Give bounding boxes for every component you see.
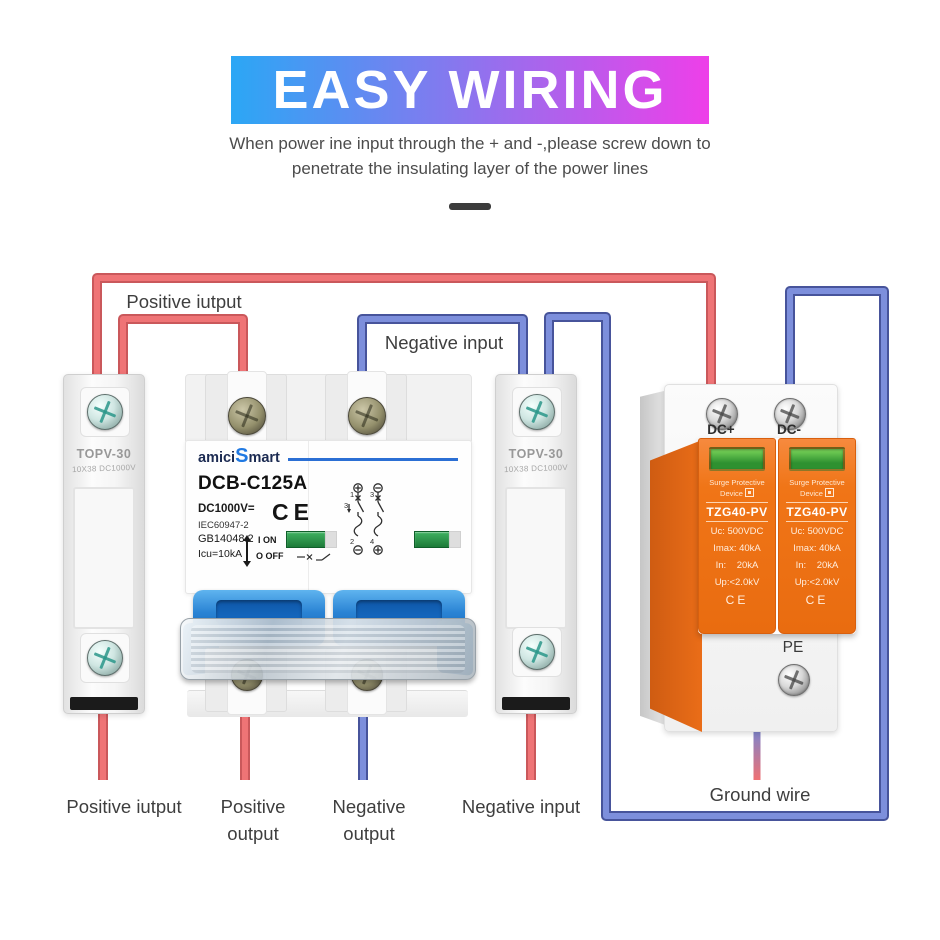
blue-wire-cores (359, 288, 887, 819)
fuse-model-label: TOPV-30 (76, 447, 132, 461)
spd-model-label: TZG40-PV (706, 501, 768, 522)
screw-icon (348, 397, 386, 435)
spd-module-1: Surge Protective Device TZG40-PV Uc: 500… (698, 438, 776, 634)
pe-terminal-label: PE (782, 639, 804, 656)
fuse-spec-label: 10X38 DC1000V (503, 462, 569, 475)
status-window-green (414, 531, 450, 548)
spd-status-window (789, 447, 845, 471)
surge-protector: DC+ DC- PE Surge Protective Device TZG40… (638, 384, 888, 734)
logo-rule (288, 458, 458, 461)
fuse-spec-label: 10X38 DC1000V (71, 462, 137, 475)
pole-seam (308, 441, 309, 593)
schematic-terminal-1: 1 (350, 490, 354, 499)
spec-in: In: 20kA (795, 560, 839, 571)
fuse-holder-right: TOPV-30 10X38 DC1000V (495, 374, 577, 714)
voltage-label: DC1000V= (198, 503, 255, 515)
double-insulation-icon (824, 487, 834, 497)
screw-icon (87, 640, 123, 676)
spec-up: Up:<2.0kV (794, 577, 840, 589)
schematic-terminal-2: 2 (350, 537, 354, 546)
module-type-line2: Device (779, 487, 855, 499)
breaker-symbol-icon (297, 553, 331, 561)
brand-s: S (235, 445, 249, 467)
spec-up: Up:<2.0kV (714, 577, 760, 589)
label-positive-output: Positive output (220, 796, 286, 844)
label-negative-input-bottom: Negative input (461, 796, 581, 817)
subtitle-line-2: penetrate the insulating layer of the po… (291, 159, 649, 178)
spec-uc: Uc: 500VDC (710, 525, 764, 537)
spd-modules: Surge Protective Device TZG40-PV Uc: 500… (698, 438, 856, 634)
breaker-terminal-top-right (325, 371, 407, 445)
screw-icon (519, 394, 555, 430)
page-title: EASY WIRING (272, 60, 668, 120)
standard-label-1: IEC60947-2 (198, 520, 249, 531)
spd-module-2: Surge Protective Device TZG40-PV Uc: 500… (778, 438, 856, 634)
spd-status-window (709, 447, 765, 471)
spec-uc: Uc: 500VDC (790, 525, 844, 537)
pole-schematic: 1 3 3 2 4 (344, 483, 385, 555)
divider-dash (449, 203, 491, 210)
screw-icon (774, 398, 806, 430)
screw-icon (778, 664, 810, 696)
label-positive-input-bottom: Positive iutput (66, 796, 182, 817)
title-banner: EASY WIRING (231, 56, 709, 124)
brand-suffix: mart (248, 450, 280, 466)
module-type-text: Device (720, 488, 743, 498)
breaker-model-label: DCB-C125A (198, 473, 308, 494)
fuse-door (73, 487, 135, 629)
circuit-breaker: amiciSmart DCB-C125A DC1000V= IEC60947-2… (180, 368, 476, 717)
fuse-terminal-cap (502, 697, 570, 710)
double-insulation-icon (744, 487, 754, 497)
screw-icon (87, 394, 123, 430)
ce-mark: CE (272, 499, 314, 525)
module-type-line1: Surge Protective (709, 478, 765, 487)
spec-in: In: 20kA (715, 560, 759, 571)
module-type-line2: Device (699, 487, 775, 499)
screw-icon (519, 634, 555, 670)
handle-tie-bar (180, 618, 476, 680)
schematic-trip: 3 (344, 501, 348, 510)
spd-module-side-face (650, 440, 702, 732)
schematic-terminal-4: 4 (370, 537, 374, 546)
on-label: I ON (258, 535, 277, 545)
schematic-terminal-3: 3 (370, 490, 374, 499)
status-window-stub (449, 531, 461, 548)
brand-logo: amiciSmart (198, 445, 280, 468)
fuse-terminal-cap (70, 697, 138, 710)
screw-icon (706, 398, 738, 430)
spec-imax: Imax: 40kA (713, 542, 761, 554)
dc-plus-terminal-label: DC+ (707, 422, 735, 437)
fuse-holder-left: TOPV-30 10X38 DC1000V (63, 374, 145, 714)
breaker-terminal-top-left (205, 371, 287, 445)
label-ground-wire: Ground wire (709, 784, 811, 805)
dc-minus-terminal-label: DC- (777, 422, 801, 437)
label-negative-output: Negative output (332, 796, 406, 844)
ce-mark: CE (805, 592, 829, 607)
spec-imax: Imax: 40kA (793, 542, 841, 554)
subtitle-line-1: When power ine input through the + and -… (229, 134, 711, 153)
brand-prefix: amici (198, 450, 236, 466)
module-type-line1: Surge Protective (789, 478, 845, 487)
status-window-green (286, 531, 326, 548)
label-negative-input-top: Negative input (384, 332, 504, 353)
breaker-faceplate: amiciSmart DCB-C125A DC1000V= IEC60947-2… (185, 440, 472, 594)
fuse-model-label: TOPV-30 (508, 447, 564, 461)
breaking-capacity-label: Icu=10kA (198, 548, 243, 560)
spd-model-label: TZG40-PV (786, 501, 848, 522)
module-type-text: Device (800, 488, 823, 498)
screw-icon (228, 397, 266, 435)
fuse-door (505, 487, 567, 629)
on-off-arrow-icon (243, 535, 251, 567)
standard-label-2: GB14048.2 (198, 533, 254, 545)
label-positive-input-top: Positive iutput (126, 291, 242, 312)
status-window-stub (325, 531, 337, 548)
off-label: O OFF (256, 551, 284, 561)
ce-mark: CE (725, 592, 749, 607)
